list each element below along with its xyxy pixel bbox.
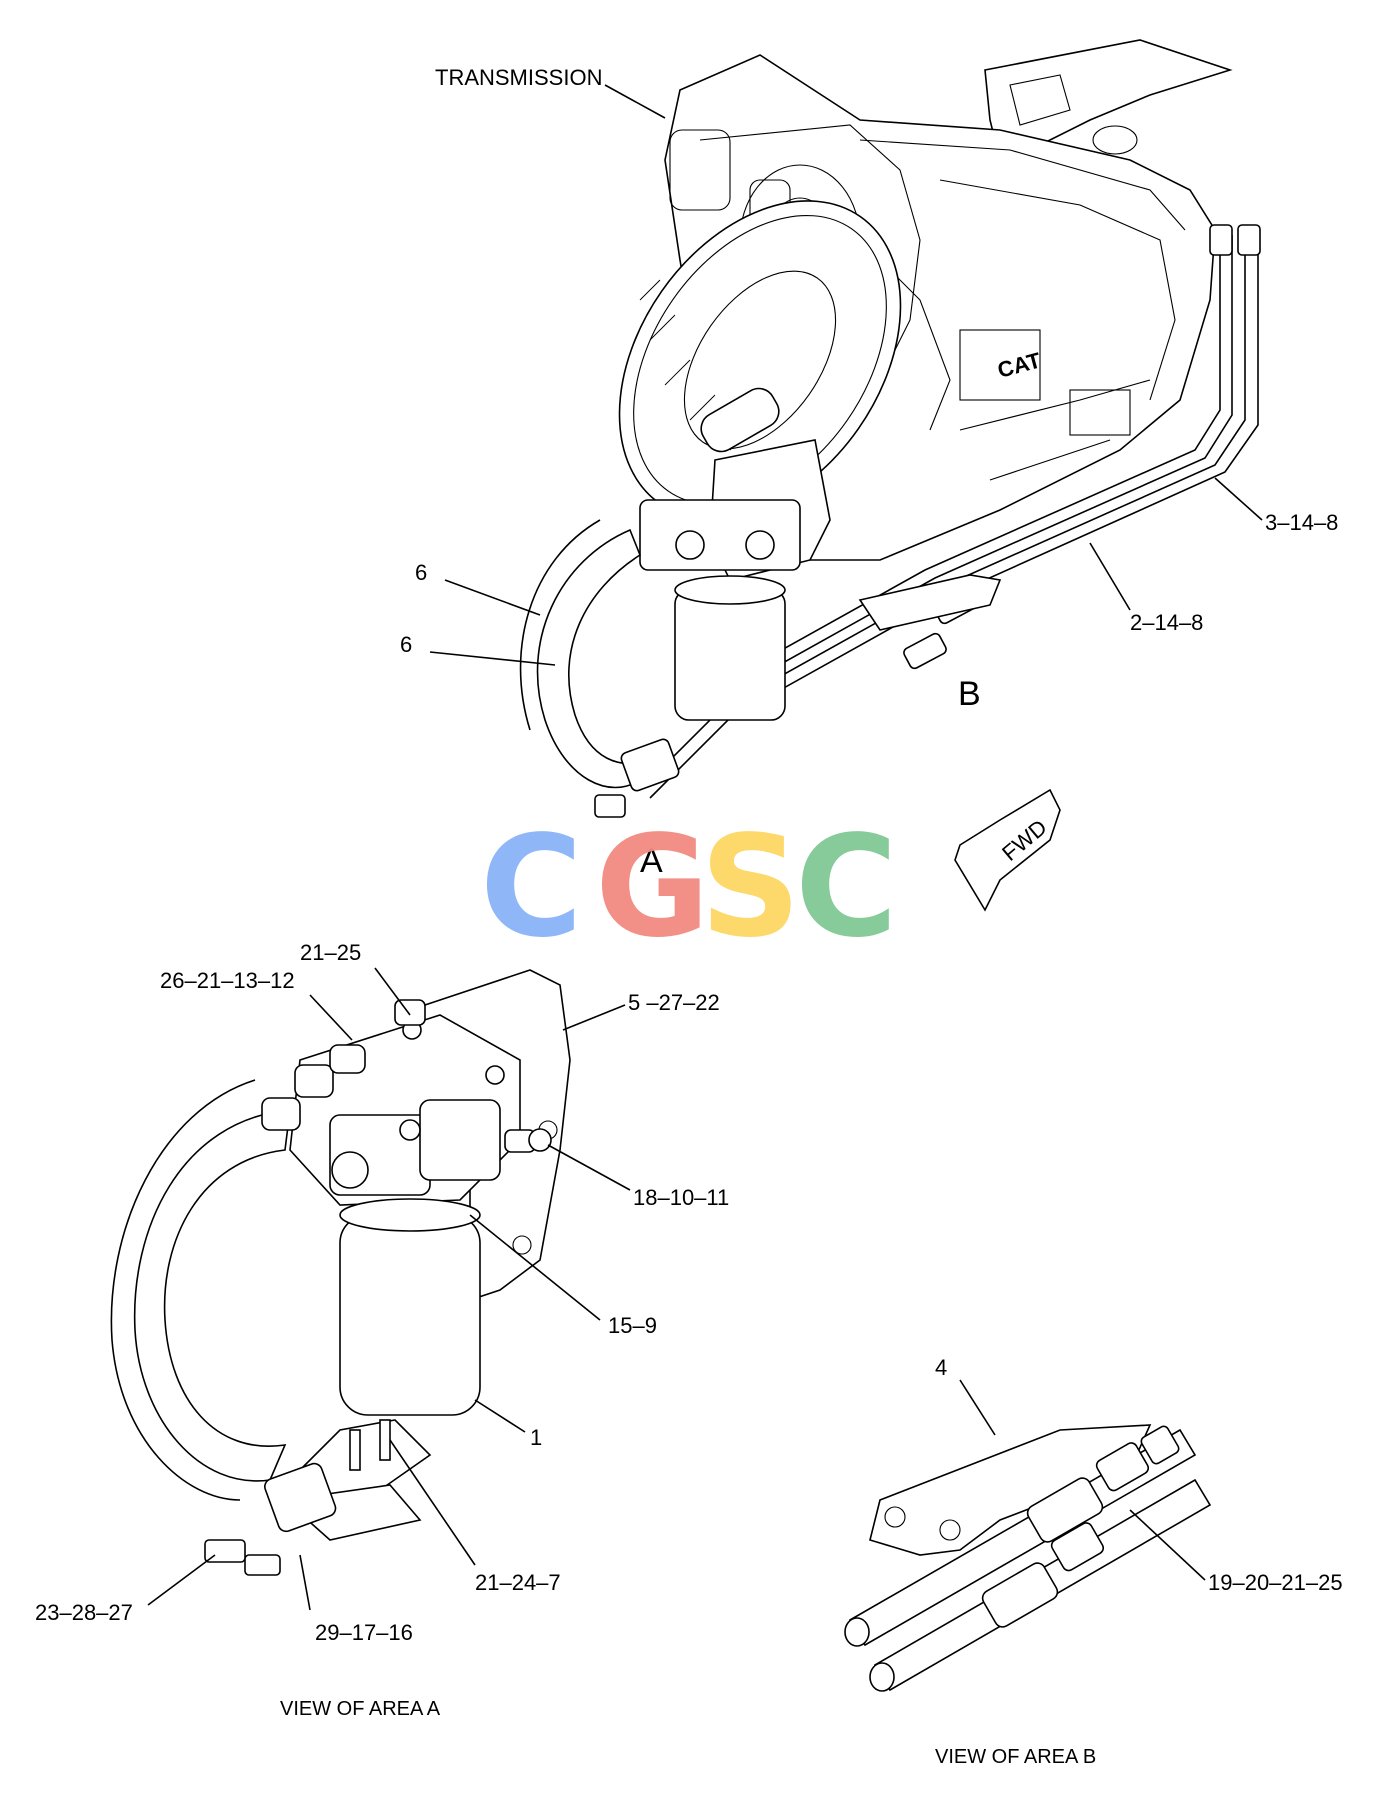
callout-21-24-7: 21–24–7 (475, 1570, 561, 1595)
watermark-letter-g: G (595, 806, 710, 969)
caption-view-area-b: VIEW OF AREA B (935, 1746, 1096, 1768)
area-b-detail (844, 1424, 1212, 1692)
filter-assembly-top (519, 439, 831, 818)
callout-21-25-top: 21–25 (300, 940, 361, 965)
callout-6-lower: 6 (400, 632, 412, 657)
callout-19-20-21-25: 19–20–21–25 (1208, 1570, 1343, 1595)
watermark-letter-c2: C (795, 806, 898, 969)
watermark-letter-c1: C (480, 806, 583, 969)
caption-view-area-a: VIEW OF AREA A (280, 1698, 441, 1720)
area-a-detail (110, 969, 571, 1576)
callout-4: 4 (935, 1355, 947, 1380)
callout-18-10-11: 18–10–11 (633, 1185, 729, 1210)
callout-5-27-22: 5 –27–22 (628, 990, 720, 1015)
callouts: TRANSMISSION 6 6 3–14–8 2–14–8 B A 21–25… (35, 65, 1343, 1645)
watermark-logo: C G S C (480, 806, 898, 969)
callout-1: 1 (530, 1425, 542, 1450)
callout-3-14-8: 3–14–8 (1265, 510, 1338, 535)
callout-15-9: 15–9 (608, 1313, 657, 1338)
area-a-marker: A (640, 842, 663, 880)
transmission-assembly: CAT (618, 39, 1233, 561)
callout-6-upper: 6 (415, 560, 427, 585)
leader-lines (147, 84, 1263, 1611)
callout-29-17-16: 29–17–16 (315, 1620, 413, 1645)
callout-23-28-27: 23–28–27 (35, 1600, 133, 1625)
label-transmission: TRANSMISSION (435, 65, 602, 90)
watermark-letter-s: S (700, 806, 801, 969)
oil-lines (639, 224, 1261, 799)
callout-2-14-8: 2–14–8 (1130, 610, 1203, 635)
callout-26-21-13-12: 26–21–13–12 (160, 968, 295, 993)
forward-arrow: FWD (954, 788, 1061, 912)
area-b-marker: B (958, 675, 981, 713)
